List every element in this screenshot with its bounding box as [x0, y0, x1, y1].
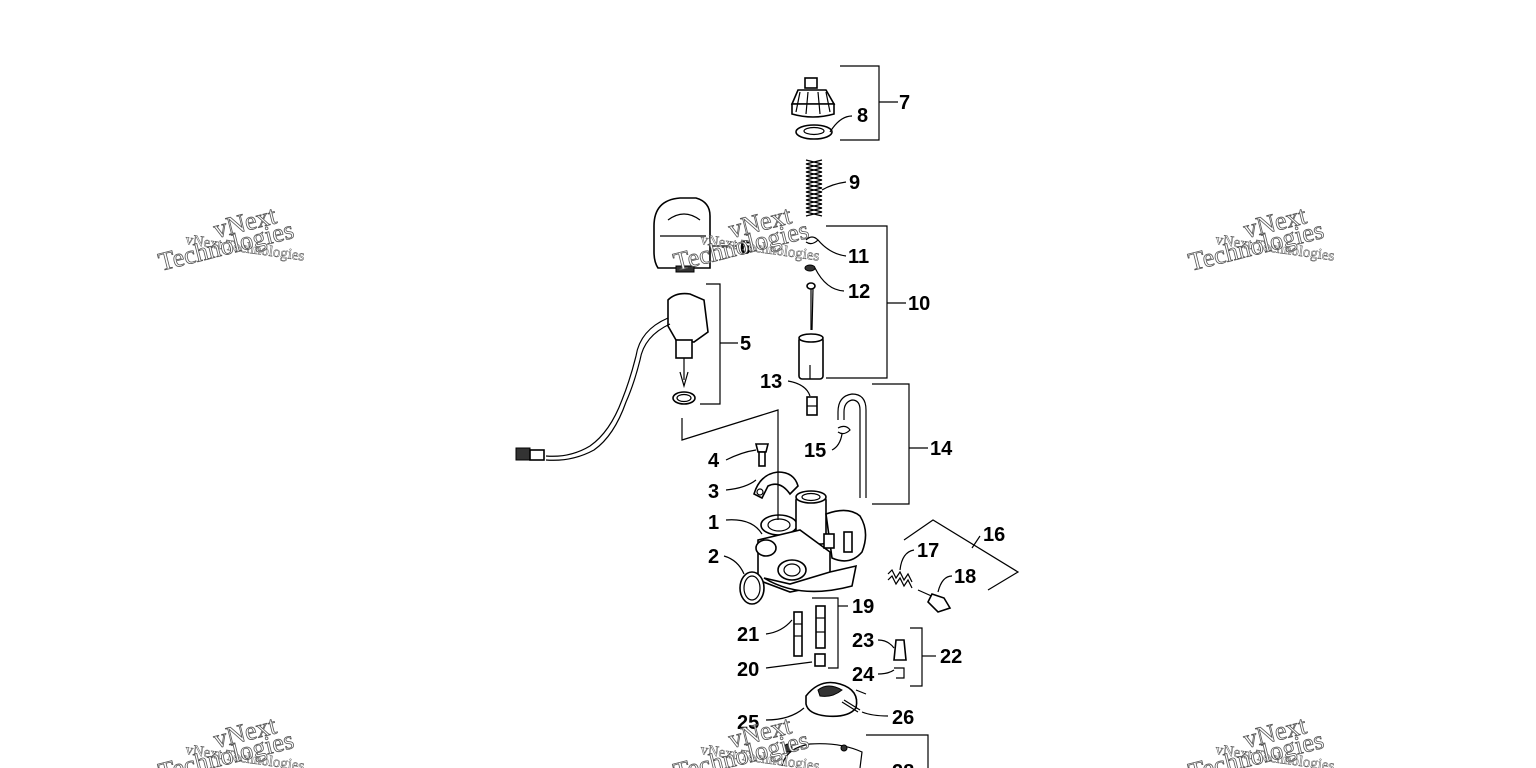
- part-9-spring: [805, 159, 823, 217]
- part-1-carburetor-body: [755, 490, 867, 593]
- watermark-bottom-center: vNext Technologies vNext Technologies: [670, 710, 821, 768]
- part-15-clamp: [837, 425, 851, 435]
- part-21-jet: [793, 605, 826, 657]
- part-2-o-ring: [739, 571, 765, 605]
- watermark-bottom-left: vNext Technologies vNext Technologies: [155, 710, 306, 768]
- part-23-float-needle: [893, 639, 907, 661]
- callout-labels: 7 8 9 6 11 12 10 5 13 14 15 4 3 1 16 2 1…: [708, 92, 1005, 768]
- callout-1: 1: [708, 512, 719, 534]
- callout-6: 6: [740, 237, 751, 259]
- callout-23: 23: [852, 630, 874, 652]
- part-17-spring: [887, 568, 913, 589]
- callout-16: 16: [983, 524, 1005, 546]
- part-14-tube: [837, 393, 867, 498]
- watermark-top-left: vNext Technologies vNext Technologies: [155, 200, 306, 277]
- callout-18: 18: [954, 566, 976, 588]
- callout-20: 20: [737, 659, 759, 681]
- part-6-cover: [653, 197, 711, 273]
- callout-17: 17: [917, 540, 939, 562]
- callout-4: 4: [708, 450, 720, 472]
- part-4-screw: [754, 443, 770, 467]
- part-25-float-bowl: [805, 681, 867, 718]
- callout-24: 24: [852, 664, 875, 686]
- callout-28: 28: [892, 761, 914, 768]
- watermark-top-right: vNext Technologies vNext Technologies: [1185, 200, 1336, 277]
- part-24-clip: [894, 667, 905, 679]
- watermark-bottom-right: vNext Technologies vNext Technologies: [1185, 710, 1336, 768]
- part-7-cap: [790, 77, 836, 118]
- callout-7: 7: [899, 92, 910, 114]
- part-10-slide: [798, 333, 824, 380]
- callout-8: 8: [857, 105, 868, 127]
- part-28-gasket: [781, 743, 863, 768]
- part-18-screw: [917, 589, 952, 613]
- callout-2: 2: [708, 546, 719, 568]
- callout-10: 10: [908, 293, 930, 315]
- leader-lines: [681, 65, 1020, 768]
- callout-25: 25: [737, 712, 759, 734]
- part-20-jet-holder: [814, 653, 826, 667]
- callout-12: 12: [848, 281, 870, 303]
- callout-22: 22: [940, 646, 962, 668]
- part-8-washer: [795, 124, 833, 140]
- callout-11: 11: [848, 246, 869, 268]
- callout-5: 5: [740, 333, 751, 355]
- part-10-needle: [806, 282, 816, 331]
- part-3-plate: [753, 471, 799, 500]
- callout-3: 3: [708, 481, 719, 503]
- callout-15: 15: [804, 440, 826, 462]
- callout-19: 19: [852, 596, 874, 618]
- part-5-choke-assembly: [515, 292, 709, 461]
- callout-9: 9: [849, 172, 860, 194]
- callout-26: 26: [892, 707, 914, 729]
- part-13-jet: [806, 396, 818, 416]
- callout-14: 14: [930, 438, 953, 460]
- callout-21: 21: [737, 624, 759, 646]
- part-12-seat: [804, 264, 816, 272]
- part-26-pin: [841, 699, 861, 713]
- callout-13: 13: [760, 371, 782, 393]
